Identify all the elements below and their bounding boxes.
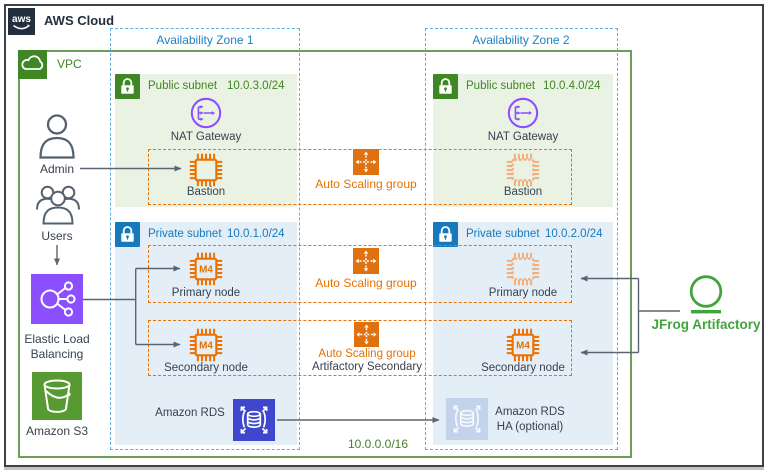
nat-gateway-icon	[189, 96, 223, 130]
bastion-1-label: Bastion	[186, 186, 226, 198]
jfrog-artifactory-label: JFrog Artifactory	[651, 317, 761, 332]
primary-node-2-ec2-chip-ghost-icon	[505, 251, 541, 287]
admin-user-icon	[37, 112, 77, 160]
nat-gateway-label: NAT Gateway	[170, 131, 242, 143]
public-lock-icon	[433, 74, 458, 99]
private-subnet-1-label: Private subnet	[148, 228, 222, 240]
rds-ha-label-line1: Amazon RDS	[495, 406, 565, 418]
bastion-1-ec2-chip-icon	[188, 152, 224, 188]
primary-node-1-m4-chip-icon: M4	[188, 251, 224, 287]
asg-secondary-label: Auto Scaling group	[318, 348, 416, 360]
users-group-icon	[35, 183, 81, 225]
users-label: Users	[41, 229, 73, 243]
m4-chip-text: M4	[199, 265, 213, 276]
public-subnet-2-cidr: 10.0.4.0/24	[543, 80, 601, 92]
asg-primary-label: Auto Scaling group	[315, 276, 417, 290]
private-subnet-1-cidr: 10.0.1.0/24	[227, 228, 285, 240]
elb-label-line1: Elastic Load	[24, 332, 90, 346]
bastion-2-label: Bastion	[503, 186, 543, 198]
primary-node-1-label: Primary node	[171, 287, 241, 299]
vpc-container	[18, 50, 632, 458]
az1-label: Availability Zone 1	[156, 33, 254, 47]
vpc-label: VPC	[57, 57, 82, 71]
rds-ha-ghost-icon	[446, 398, 488, 440]
public-subnet-1-label: Public subnet	[148, 80, 218, 92]
public-subnet-2-label: Public subnet	[466, 80, 536, 92]
m4-chip-text: M4	[516, 341, 530, 352]
s3-bucket-icon	[32, 372, 82, 420]
secondary-node-2-m4-chip-icon: M4	[505, 327, 541, 363]
nat-gateway-icon	[506, 96, 540, 130]
aws-logo-icon: aws	[8, 8, 35, 35]
asg-bastion-label: Auto Scaling group	[315, 177, 417, 191]
availability-zone-1	[110, 28, 300, 450]
elb-icon	[31, 274, 83, 324]
availability-zone-2	[425, 28, 618, 450]
secondary-node-1-label: Secondary node	[164, 362, 248, 374]
rds-label: Amazon RDS	[155, 407, 225, 419]
vpc-cidr: 10.0.0.0/16	[347, 437, 409, 451]
public-subnet-1-cidr: 10.0.3.0/24	[227, 80, 285, 92]
s3-label: Amazon S3	[25, 424, 89, 438]
secondary-node-1-m4-chip-icon: M4	[188, 327, 224, 363]
m4-chip-text: M4	[199, 341, 213, 352]
public-lock-icon	[115, 74, 140, 99]
private-lock-icon	[433, 222, 458, 247]
rds-icon	[233, 399, 275, 441]
az2-label: Availability Zone 2	[472, 33, 570, 47]
elb-label-line2: Balancing	[30, 347, 84, 361]
primary-node-2-label: Primary node	[488, 287, 558, 299]
secondary-node-2-label: Secondary node	[481, 362, 565, 374]
aws-cloud-title: AWS Cloud	[44, 13, 115, 28]
admin-label: Admin	[39, 162, 75, 176]
autoscaling-icon	[353, 149, 379, 175]
nat-gateway-label: NAT Gateway	[487, 131, 559, 143]
rds-ha-label-line2: HA (optional)	[496, 421, 564, 433]
aws-logo-text: aws	[12, 14, 31, 25]
asg-primary-group	[148, 245, 572, 303]
jfrog-artifactory-icon	[689, 275, 723, 315]
vpc-icon	[18, 50, 47, 79]
bastion-2-ec2-chip-ghost-icon	[505, 152, 541, 188]
asg-secondary-sublabel: Artifactory Secondary	[312, 361, 422, 373]
autoscaling-icon	[354, 322, 379, 347]
private-subnet-2-label: Private subnet	[466, 228, 540, 240]
asg-secondary-group	[148, 320, 572, 376]
private-lock-icon	[115, 222, 140, 247]
autoscaling-icon	[353, 248, 379, 274]
private-subnet-2-cidr: 10.0.2.0/24	[545, 228, 603, 240]
